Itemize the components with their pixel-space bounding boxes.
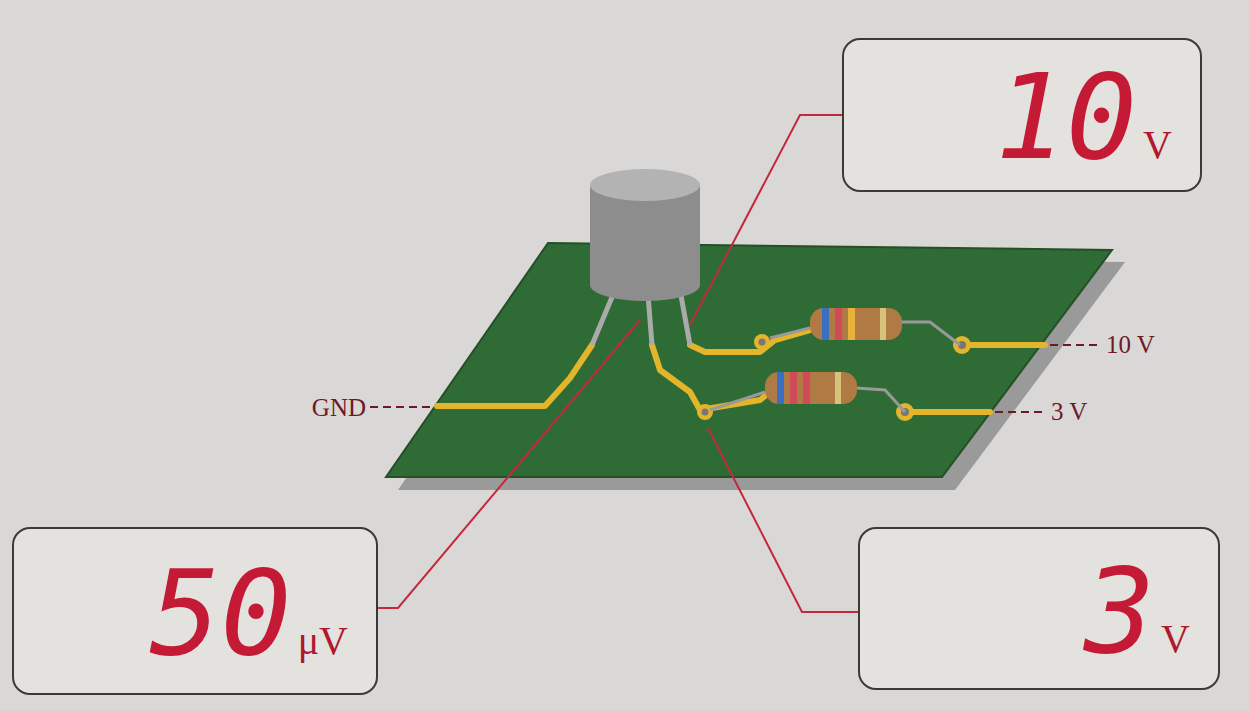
signal-label: 3 V (1051, 398, 1087, 426)
voltage-reading: 10 (995, 58, 1137, 176)
meter-display: 50μV (12, 527, 378, 695)
meter-display: 10V (842, 38, 1202, 192)
resistor-symbol (770, 308, 960, 345)
copper-traces (437, 330, 1045, 412)
unit-text: V (1143, 121, 1172, 168)
voltage-reading: 3 (1084, 552, 1155, 670)
unit-text: V (1161, 615, 1190, 662)
unit-text: μV (298, 617, 348, 664)
circuit-board (386, 243, 1112, 477)
signal-label: GND (312, 394, 366, 422)
meter-display: 3V (858, 527, 1220, 690)
leader-line (378, 115, 858, 612)
signal-label: 10 V (1106, 331, 1155, 359)
resistor-symbol (710, 372, 905, 412)
transistor-symbol (590, 169, 700, 345)
voltage-reading: 50 (150, 554, 292, 672)
